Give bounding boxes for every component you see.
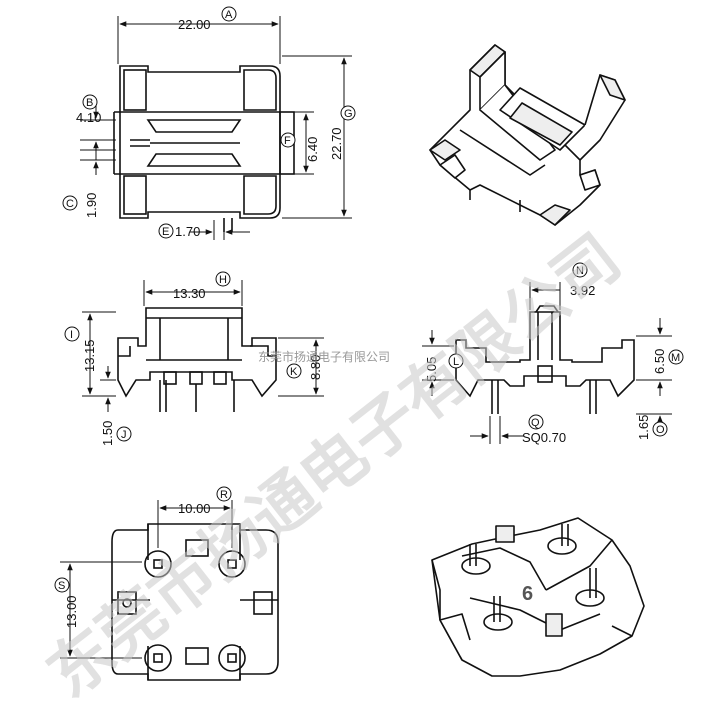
dim-r-tag: R: [220, 489, 228, 501]
front-view-outline: [117, 307, 277, 398]
dim-l-value: 5.05: [424, 357, 439, 382]
dim-f-tag: F: [284, 135, 291, 147]
dim-c-tag: C: [66, 198, 74, 210]
top-view: [113, 65, 295, 232]
dim-e-value: 1.70: [175, 224, 200, 239]
dim-c-value: 1.90: [84, 193, 99, 218]
top-view-dimensions: [80, 16, 352, 240]
side-view-outline: [455, 311, 635, 398]
dim-b-tag: B: [86, 97, 93, 109]
dim-m-tag: M: [671, 352, 680, 364]
bottom-view-outline: [111, 523, 279, 681]
dim-b-value: 4.10: [76, 110, 101, 125]
top-view-labels: 22.00 A B 4.10 C 1.90 E 1.70 F 6.40 G 22…: [62, 6, 356, 239]
dim-g-value: 22.70: [329, 127, 344, 160]
dim-o-value: 1.65: [636, 415, 651, 440]
dim-h-tag: H: [219, 274, 227, 286]
isometric-top-view: [429, 44, 626, 226]
dim-q-tag: Q: [531, 417, 540, 429]
front-view-labels: H 13.30 I 13.15 J 1.50 K 8.80: [64, 271, 323, 446]
dim-n-value: 3.92: [570, 283, 595, 298]
dim-o-tag: O: [656, 424, 665, 436]
front-view: [117, 307, 277, 412]
dim-m-value: 6.50: [652, 349, 667, 374]
top-view-outline: [119, 65, 281, 219]
dim-k-tag: K: [290, 366, 298, 378]
dim-j-tag: J: [121, 429, 127, 441]
dim-s-tag: S: [58, 580, 65, 592]
watermark-small: 东莞市扬通电子有限公司: [258, 349, 390, 364]
front-view-dimensions: [82, 280, 324, 412]
side-view-dimensions: [422, 282, 672, 444]
pin-number-label: 6: [522, 583, 533, 605]
dim-h-value: 13.30: [173, 286, 206, 301]
dim-g-tag: G: [344, 108, 353, 120]
bottom-view: [111, 523, 279, 681]
isometric-bottom-view: [431, 517, 645, 677]
dim-j-value: 1.50: [100, 421, 115, 446]
dim-s-value: 13.00: [64, 595, 79, 628]
side-view: [455, 305, 635, 414]
dim-k-value: 8.80: [308, 355, 323, 380]
dim-i-value: 13.15: [82, 339, 97, 372]
dim-f-value: 6.40: [305, 137, 320, 162]
dim-i-tag: I: [70, 329, 73, 341]
bottom-view-dimensions: [60, 500, 233, 659]
dim-q-value: SQ0.70: [522, 430, 566, 445]
dim-l-tag: L: [453, 356, 459, 368]
dim-a-value: 22.00: [178, 17, 211, 32]
dim-n-tag: N: [576, 265, 584, 277]
dim-a-tag: A: [225, 9, 233, 21]
dim-r-value: 10.00: [178, 501, 211, 516]
bottom-view-labels: R 10.00 S 13.00: [54, 486, 232, 628]
side-view-labels: N 3.92 L 5.05 M 6.50 O 1.65 Q SQ0.70: [424, 262, 684, 445]
dim-e-tag: E: [162, 226, 169, 238]
